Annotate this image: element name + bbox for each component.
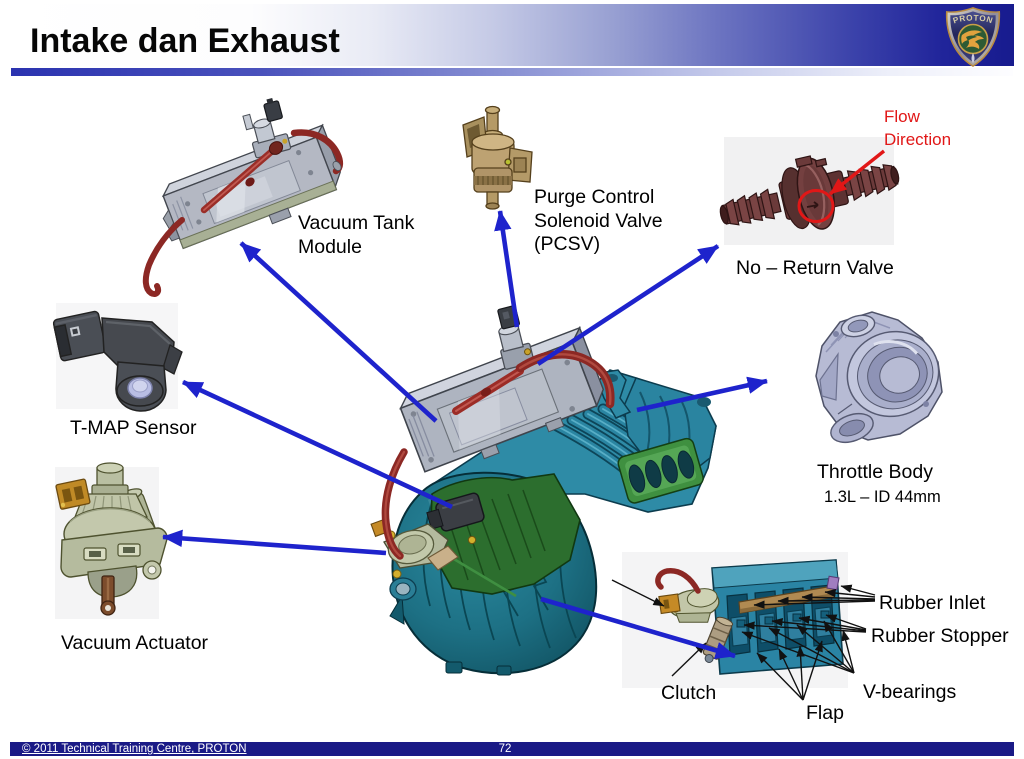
flow-direction-circle: [797, 189, 835, 223]
detail-actuator-connector: [658, 593, 681, 615]
manifold-flange: [617, 437, 704, 504]
page-title: Intake dan Exhaust: [30, 22, 340, 60]
annotation-line-actuator: [611, 579, 665, 607]
no-return-valve-illustration: [719, 149, 900, 230]
label-no-return-valve: No – Return Valve: [736, 257, 894, 279]
tmap-sensor-illustration: [52, 310, 183, 412]
label-throttle-body-spec: 1.3L – ID 44mm: [824, 488, 941, 506]
label-flow-direction: Flow Direction: [884, 107, 952, 149]
vacuum-tank-pump: [242, 97, 292, 159]
vacuum-actuator-illustration: [55, 462, 168, 616]
throttle-body-illustration: [815, 311, 943, 444]
label-pcsv: Purge Control Solenoid Valve (PCSV): [534, 186, 663, 255]
title-underline: [11, 68, 1013, 76]
arrow-manifold-detail: [540, 596, 736, 659]
proton-logo-icon: PROTON: [945, 7, 1001, 67]
arrow-vacuum-tank: [239, 241, 438, 423]
label-v-bearings: V-bearings: [863, 681, 957, 703]
arrow-vacuum-actuator: [162, 529, 387, 556]
detail-hose: [655, 568, 701, 594]
detail-purple-clip: [826, 575, 840, 591]
vacuum-tank-hose-left: [142, 217, 185, 297]
label-rubber-stopper: Rubber Stopper: [871, 625, 1009, 647]
footer-bar: [10, 742, 1014, 756]
annotation-line-clutch: [671, 642, 707, 677]
page-number: 72: [498, 743, 512, 755]
logo-wordmark: PROTON: [952, 13, 994, 25]
label-throttle-body: Throttle Body: [817, 461, 933, 483]
svg-text:PROTON: PROTON: [952, 13, 994, 25]
label-clutch: Clutch: [661, 682, 717, 704]
annotation-lines-flap: [756, 640, 823, 701]
label-flap: Flap: [806, 702, 844, 724]
flow-direction-arrow: [828, 149, 886, 196]
callout-arrows: [162, 210, 768, 659]
engine-assembly-illustration: [370, 305, 717, 676]
arrow-no-return-valve: [536, 244, 720, 366]
detail-actuator: [668, 588, 720, 623]
label-tmap-sensor: T-MAP Sensor: [70, 417, 197, 439]
arrow-tmap-sensor: [182, 379, 453, 510]
arrow-throttle-body: [636, 376, 768, 413]
annotation-lines: [611, 579, 876, 701]
label-vacuum-actuator: Vacuum Actuator: [61, 632, 209, 654]
label-rubber-inlet: Rubber Inlet: [879, 592, 986, 614]
actuator-connector: [55, 478, 91, 510]
vacuum-tank-module-illustration: [142, 97, 344, 297]
pcsv-illustration: [462, 105, 533, 210]
manifold-detail-illustration: [611, 559, 876, 701]
header-band: [10, 4, 1014, 66]
label-vacuum-tank-module: Vacuum Tank Module: [298, 212, 415, 258]
arrow-pcsv: [494, 210, 520, 328]
annotation-lines-rubber-inlet: [753, 584, 876, 609]
footer-copyright: © 2011 Technical Training Centre, PROTON: [22, 743, 247, 755]
